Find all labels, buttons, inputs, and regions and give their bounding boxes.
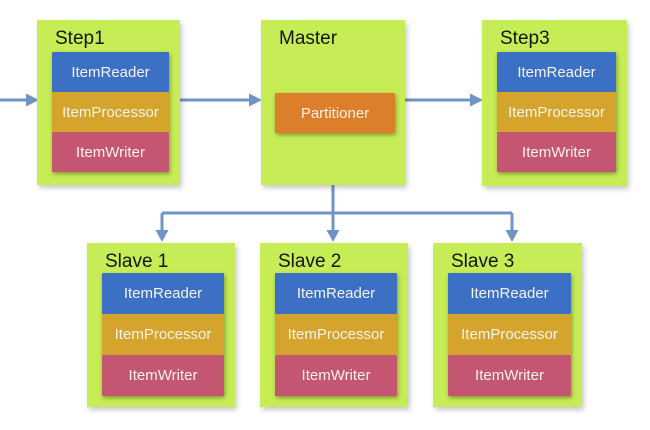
node-master-title: Master	[279, 28, 338, 49]
node-master: Master Partitioner	[261, 20, 405, 185]
node-step1-title: Step1	[55, 28, 105, 49]
node-step3: Step3 ItemReader ItemProcessor ItemWrite…	[482, 20, 627, 186]
node-slave1-stack: ItemReader ItemProcessor ItemWriter	[102, 273, 224, 396]
item-writer-box: ItemWriter	[275, 355, 397, 396]
node-step1: Step1 ItemReader ItemProcessor ItemWrite…	[37, 20, 180, 185]
item-processor-box: ItemProcessor	[52, 92, 169, 132]
node-step1-stack: ItemReader ItemProcessor ItemWriter	[52, 52, 169, 172]
node-slave1-title: Slave 1	[105, 251, 169, 272]
item-reader-box: ItemReader	[448, 273, 571, 314]
partitioner-box: Partitioner	[275, 93, 395, 133]
node-step3-stack: ItemReader ItemProcessor ItemWriter	[497, 52, 616, 172]
item-writer-box: ItemWriter	[448, 355, 571, 396]
arrowhead-master-step3	[470, 93, 483, 107]
item-processor-box: ItemProcessor	[102, 314, 224, 355]
arrowhead-step1-master	[249, 93, 262, 107]
node-slave2-stack: ItemReader ItemProcessor ItemWriter	[275, 273, 397, 396]
item-processor-box: ItemProcessor	[448, 314, 571, 355]
node-slave3-title: Slave 3	[451, 251, 515, 272]
node-slave1: Slave 1 ItemReader ItemProcessor ItemWri…	[87, 243, 235, 407]
item-writer-box: ItemWriter	[497, 132, 616, 172]
node-slave3-stack: ItemReader ItemProcessor ItemWriter	[448, 273, 571, 396]
item-reader-box: ItemReader	[275, 273, 397, 314]
arrowhead-slave1	[155, 230, 169, 242]
item-reader-box: ItemReader	[52, 52, 169, 92]
node-slave3: Slave 3 ItemReader ItemProcessor ItemWri…	[433, 243, 582, 407]
item-processor-box: ItemProcessor	[497, 92, 616, 132]
item-reader-box: ItemReader	[497, 52, 616, 92]
item-processor-box: ItemProcessor	[275, 314, 397, 355]
node-step3-title: Step3	[500, 28, 550, 49]
arrowhead-entry-step1	[26, 93, 39, 107]
arrowhead-slave3	[505, 230, 519, 242]
item-writer-box: ItemWriter	[52, 132, 169, 172]
item-reader-box: ItemReader	[102, 273, 224, 314]
node-slave2: Slave 2 ItemReader ItemProcessor ItemWri…	[260, 243, 408, 407]
node-slave2-title: Slave 2	[278, 251, 342, 272]
arrowhead-slave2	[326, 230, 340, 242]
item-writer-box: ItemWriter	[102, 355, 224, 396]
